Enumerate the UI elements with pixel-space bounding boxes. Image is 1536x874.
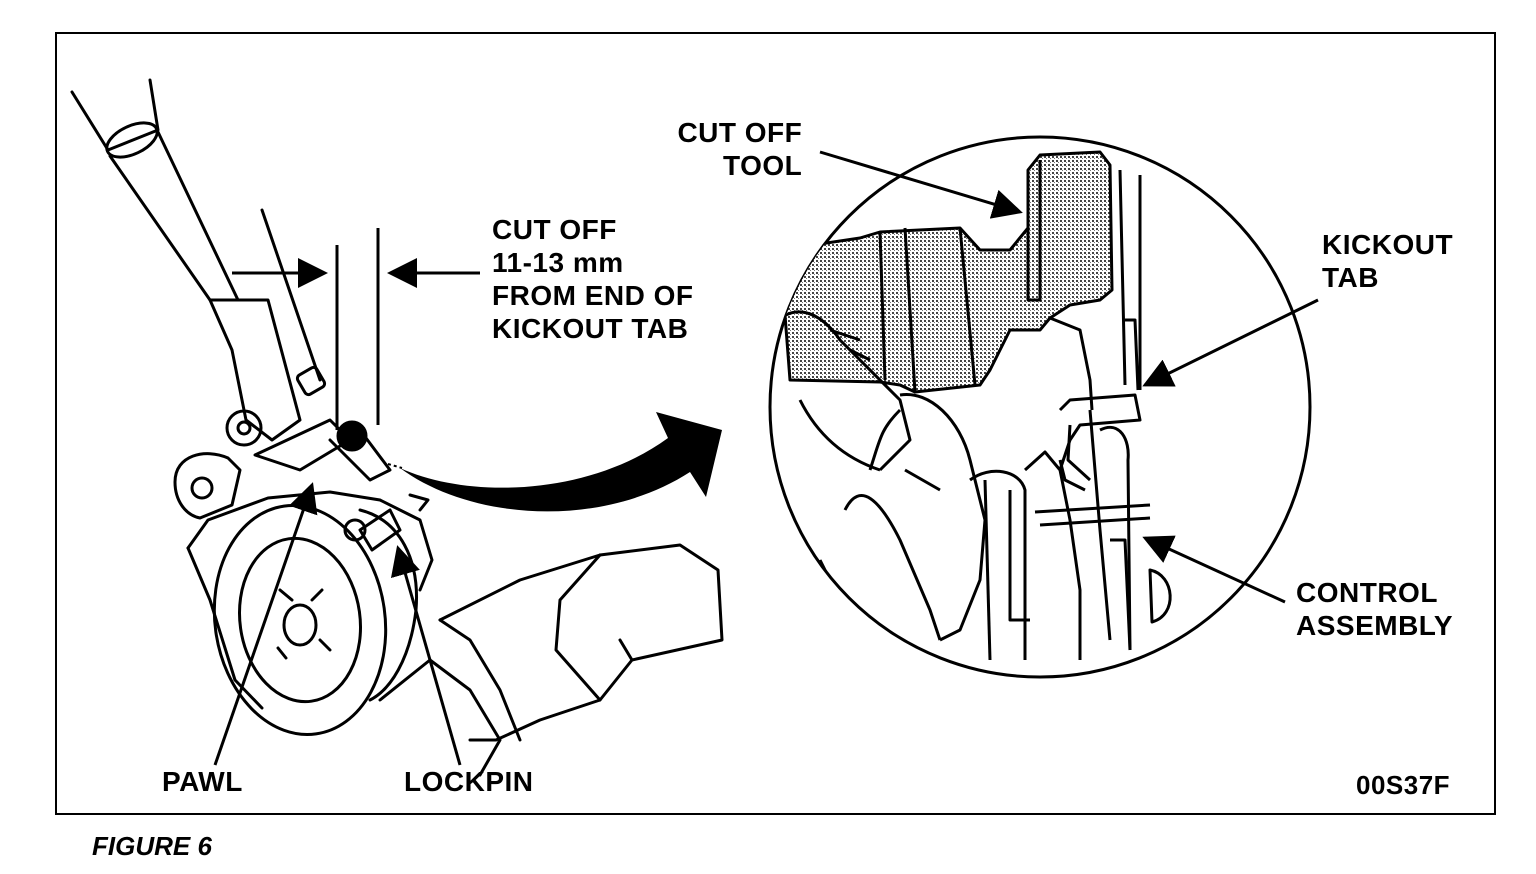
label-line: KICKOUT TAB [492, 313, 689, 344]
label-line: 11-13 mm [492, 247, 624, 278]
detail-circle [768, 135, 1312, 679]
retractor-drawing-left [70, 78, 724, 777]
label-control-assembly: CONTROL ASSEMBLY [1296, 576, 1453, 642]
label-lockpin: LOCKPIN [404, 766, 534, 797]
label-line: FROM END OF [492, 280, 694, 311]
label-line: CUT OFF [677, 117, 803, 148]
label-line: TOOL [723, 150, 803, 181]
label-pawl: PAWL [162, 766, 243, 797]
label-cut-off-dimension: CUT OFF 11-13 mm FROM END OF KICKOUT TAB [492, 213, 694, 345]
label-cut-off-tool: CUT OFF TOOL [676, 116, 802, 182]
figure-frame [55, 32, 1496, 815]
figure-code: 00S37F [1356, 770, 1451, 800]
figure-caption: FIGURE 6 [92, 831, 212, 861]
label-line: CONTROL [1296, 577, 1438, 608]
label-kickout-tab: KICKOUT TAB [1322, 228, 1453, 294]
label-line: TAB [1322, 262, 1379, 293]
label-line: ASSEMBLY [1296, 610, 1454, 641]
cut-off-dimension [232, 228, 480, 430]
leader-lines [213, 150, 1319, 766]
label-line: KICKOUT [1322, 229, 1454, 260]
transfer-arrow [387, 412, 722, 512]
label-line: CUT OFF [492, 214, 617, 245]
